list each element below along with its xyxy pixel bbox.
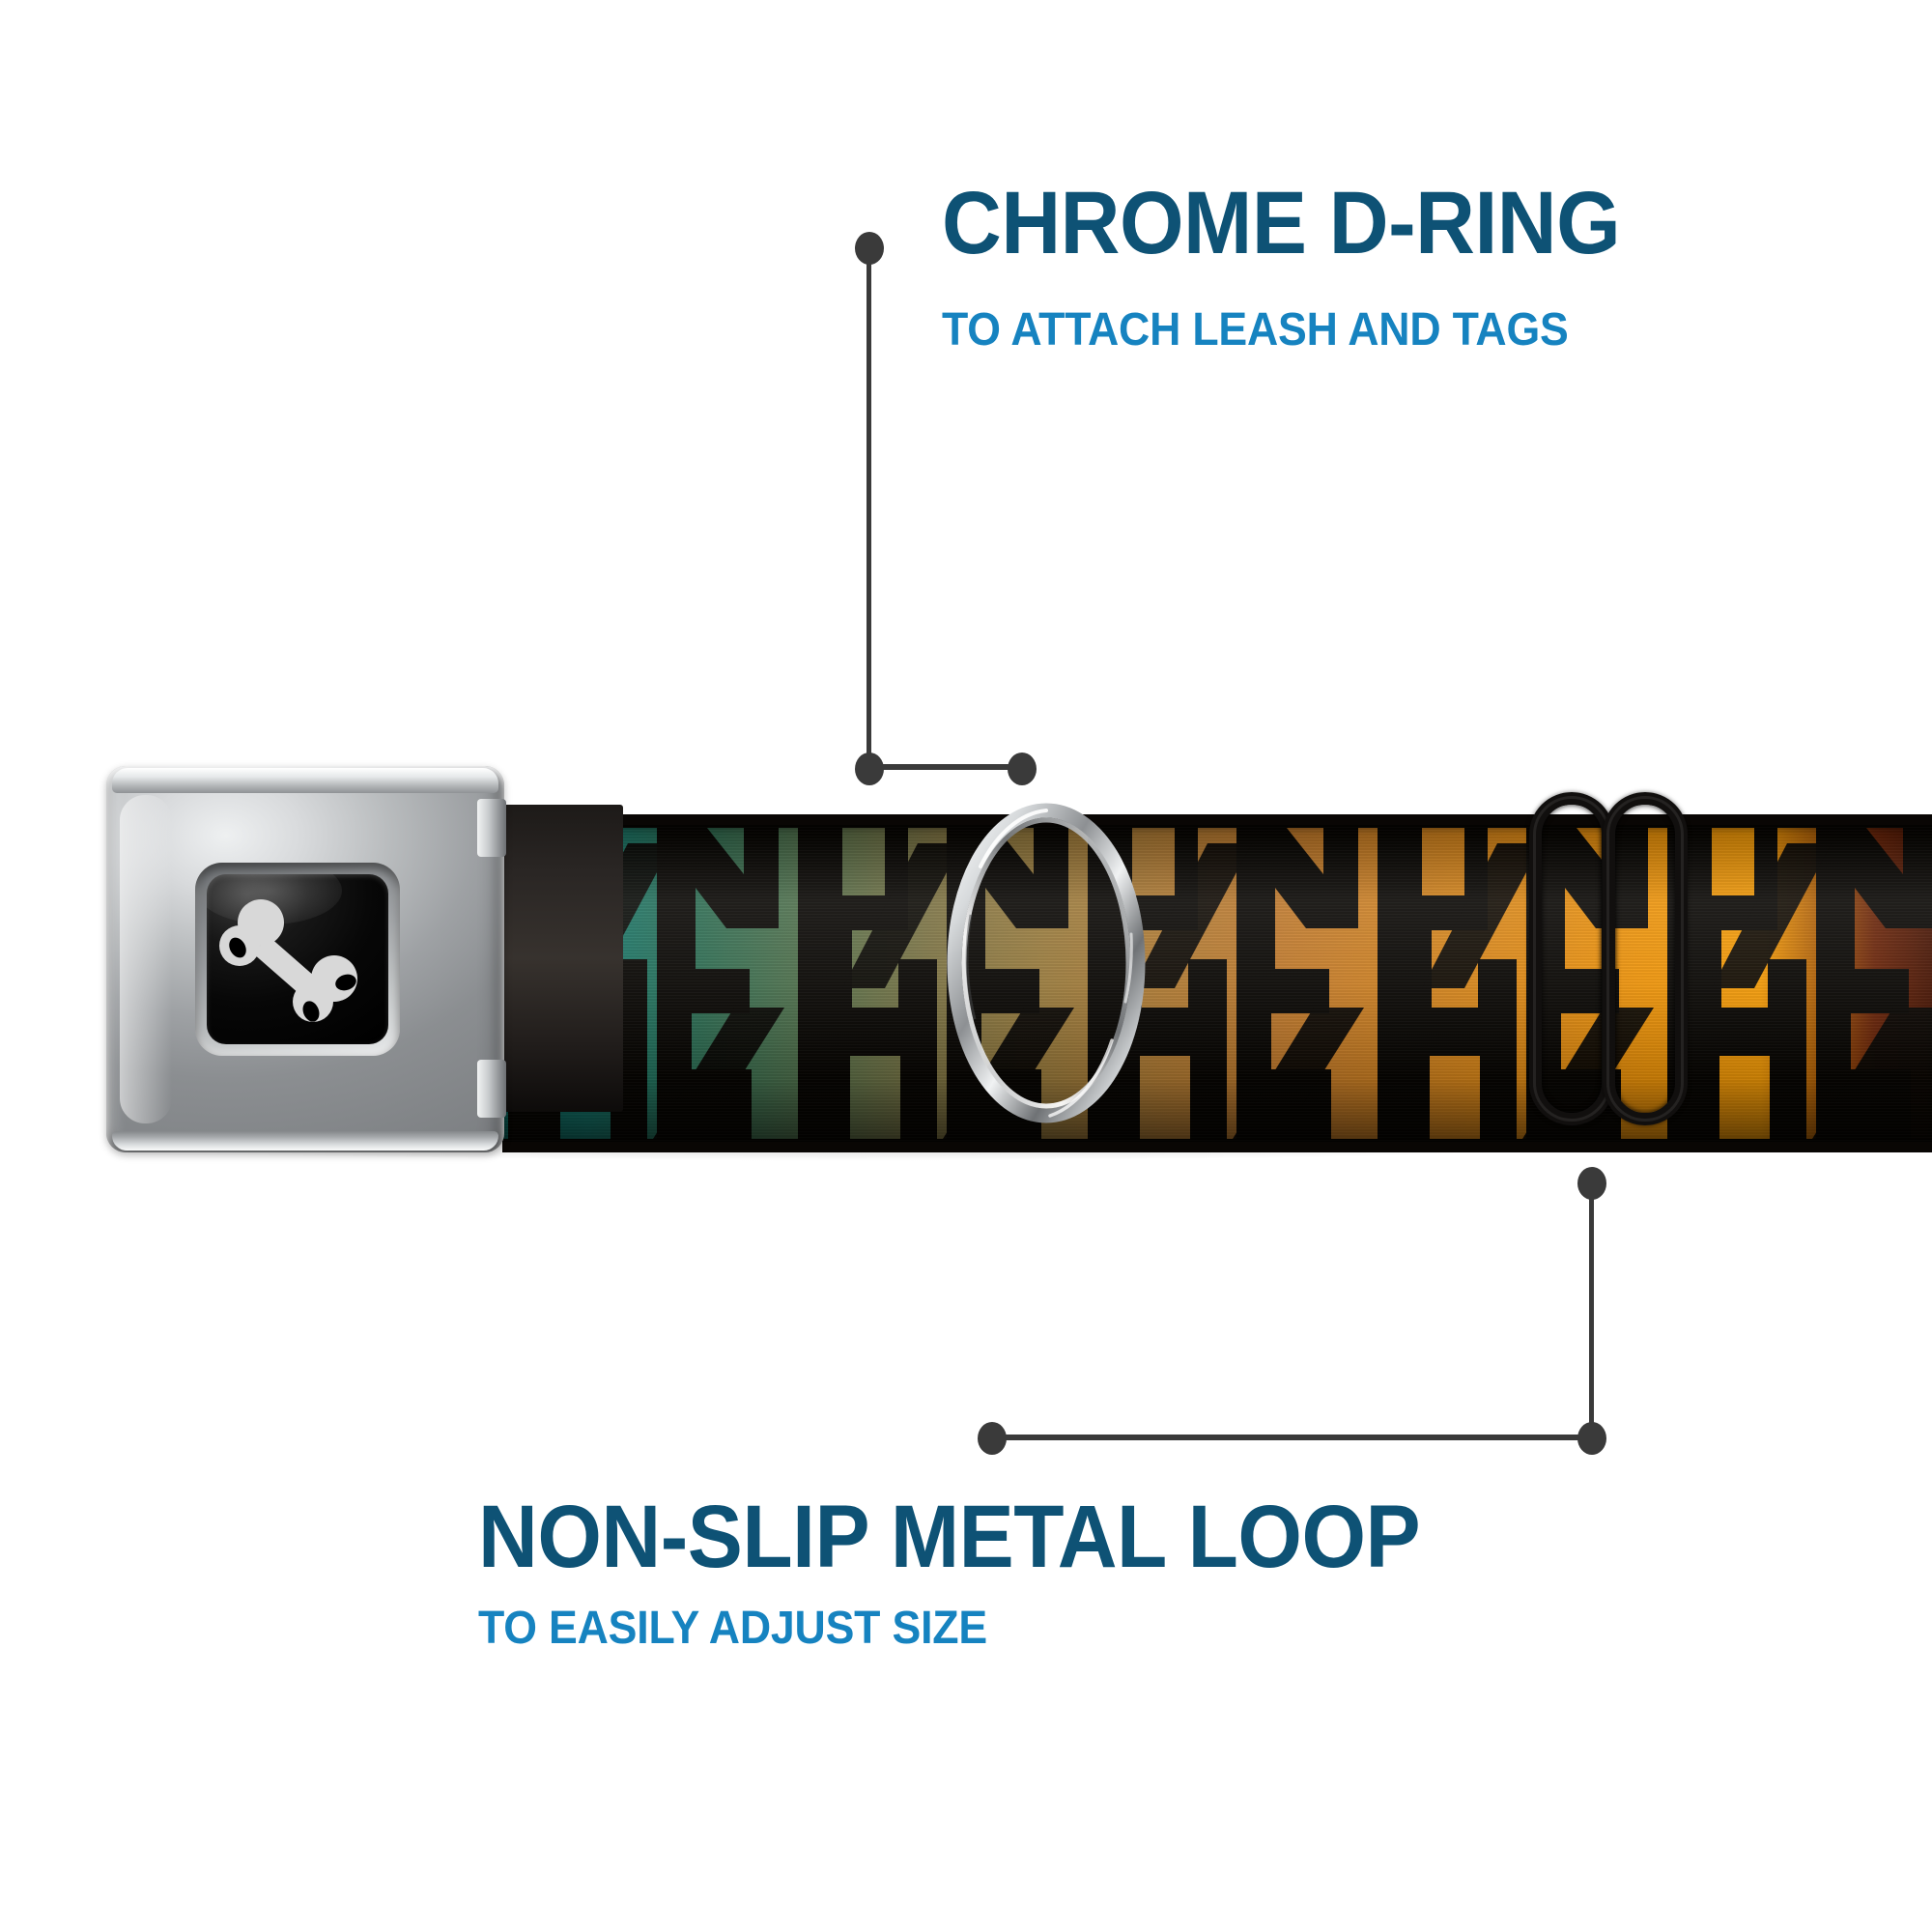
buckle-clamp-ear-top: [477, 799, 506, 857]
strap-shading: [502, 814, 1932, 1152]
leader-dot-d-ring-target: [1008, 753, 1037, 785]
strap-edge-top: [502, 814, 1932, 825]
leader-dot-top-elbow: [855, 753, 884, 785]
seatbelt-buckle: [106, 766, 623, 1152]
leader-line-bottom-horizontal: [992, 1435, 1589, 1440]
buckle-bottom-lip: [112, 1131, 498, 1151]
leader-dot-loop-target: [1577, 1167, 1606, 1200]
metal-loop-left-bar: [1529, 792, 1614, 1125]
collar-strap: [502, 814, 1932, 1152]
callout-title-non-slip-metal-loop: NON-SLIP METAL LOOP: [478, 1488, 1421, 1586]
callout-title-chrome-d-ring: CHROME D-RING: [942, 174, 1621, 272]
leader-dot-bottom-elbow: [1577, 1422, 1606, 1455]
buckle-strap-stub: [488, 805, 623, 1112]
buckle-top-lip: [112, 768, 498, 793]
callout-subtitle-non-slip-metal-loop: TO EASILY ADJUST SIZE: [478, 1603, 987, 1654]
strap-edge-bottom: [502, 1142, 1932, 1152]
dog-bone-icon: [219, 899, 357, 1022]
metal-loop-right-bar: [1603, 792, 1688, 1125]
leader-dot-bottom-anchor: [978, 1422, 1007, 1455]
leader-line-bottom-vertical: [1589, 1182, 1594, 1438]
buckle-highlight: [120, 795, 172, 1123]
callout-subtitle-chrome-d-ring: TO ATTACH LEASH AND TAGS: [942, 304, 1569, 355]
leader-line-top-vertical: [867, 247, 871, 774]
leader-dot-top-anchor: [855, 232, 884, 265]
non-slip-metal-loop: [1529, 792, 1708, 1125]
buckle-clamp-ear-bottom: [477, 1060, 506, 1118]
chrome-d-ring: [947, 803, 1146, 1123]
leader-line-top-horizontal: [867, 764, 1022, 770]
